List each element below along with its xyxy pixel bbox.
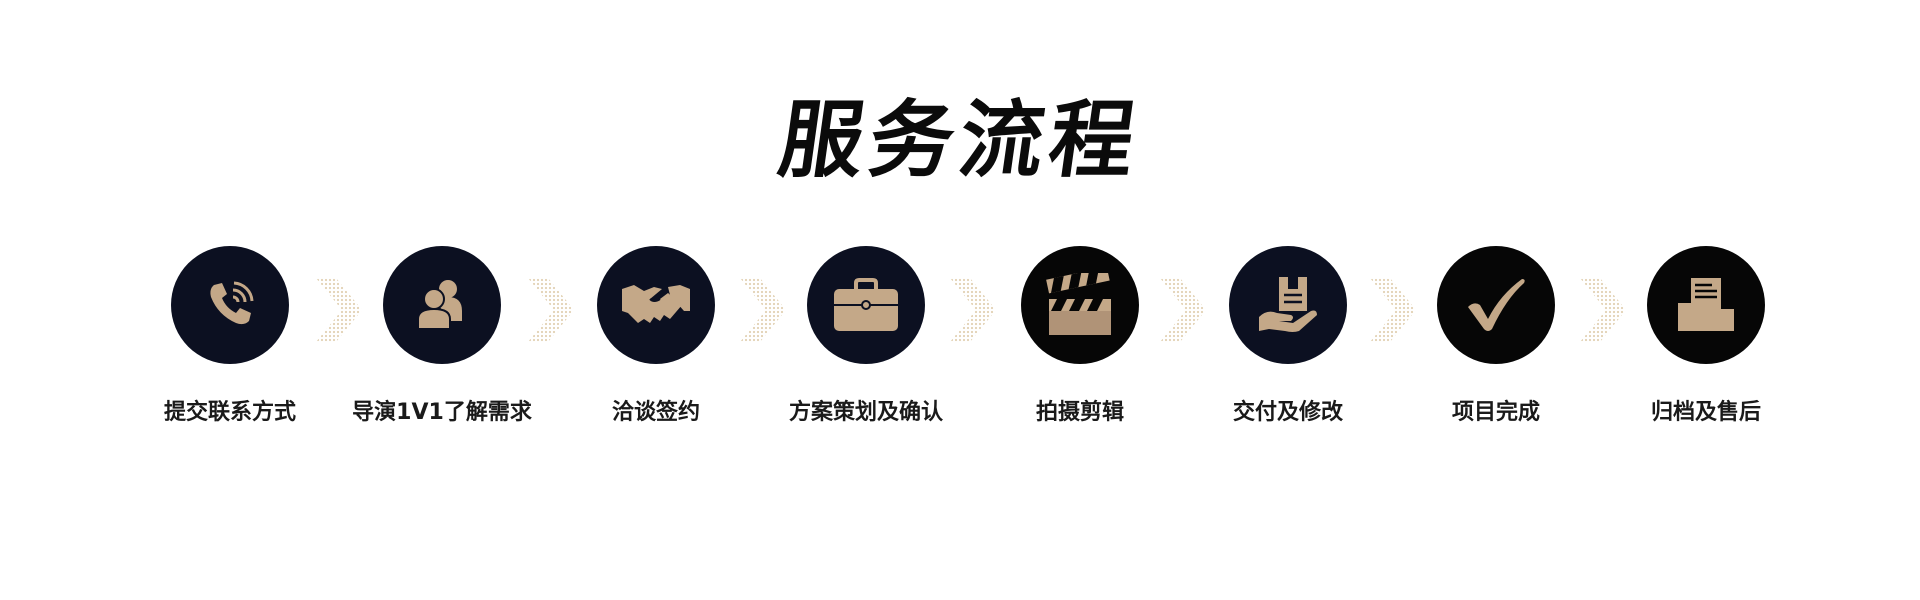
people-icon [410, 273, 474, 337]
hand-document-icon [1255, 273, 1321, 337]
handshake-icon [620, 275, 692, 335]
step-negotiate-sign: 洽谈签约 [556, 246, 756, 426]
archive-folder-icon [1674, 273, 1738, 337]
chevron-right-icon [316, 278, 364, 342]
step-label: 方案策划及确认 [788, 400, 943, 425]
step-label: 洽谈签约 [611, 400, 700, 425]
step-submit-contact: 提交联系方式 [130, 246, 330, 426]
step-label: 导演1V1了解需求 [352, 400, 532, 425]
briefcase-icon [831, 275, 901, 335]
chevron-right-icon [528, 278, 576, 342]
step-circle [383, 246, 501, 364]
step-shoot-edit: 拍摄剪辑 [980, 246, 1180, 426]
step-label: 项目完成 [1451, 400, 1540, 425]
chevron-right-icon [1580, 278, 1628, 342]
phone-call-icon [200, 275, 260, 335]
page-title: 服务流程 [773, 91, 1147, 189]
step-project-complete: 项目完成 [1396, 246, 1596, 426]
step-label: 交付及修改 [1232, 400, 1343, 425]
step-circle [171, 246, 289, 364]
step-archive-aftersales: 归档及售后 [1606, 246, 1806, 426]
step-circle [1229, 246, 1347, 364]
checkmark-icon [1464, 275, 1528, 335]
step-circle [597, 246, 715, 364]
step-director-meeting: 导演1V1了解需求 [342, 246, 542, 426]
step-label: 拍摄剪辑 [1035, 400, 1124, 425]
chevron-right-icon [1160, 278, 1208, 342]
step-circle [807, 246, 925, 364]
clapperboard-icon [1045, 273, 1115, 337]
step-plan-confirm: 方案策划及确认 [766, 246, 966, 426]
step-circle [1647, 246, 1765, 364]
step-circle [1021, 246, 1139, 364]
chevron-right-icon [740, 278, 788, 342]
step-label: 归档及售后 [1650, 400, 1761, 425]
step-label: 提交联系方式 [163, 400, 296, 425]
step-circle [1437, 246, 1555, 364]
step-deliver-revise: 交付及修改 [1188, 246, 1388, 426]
chevron-right-icon [1370, 278, 1418, 342]
chevron-right-icon [950, 278, 998, 342]
